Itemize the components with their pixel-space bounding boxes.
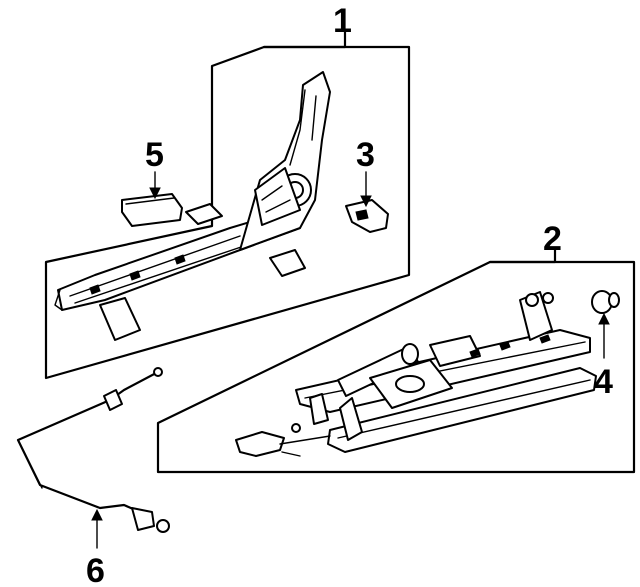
- callout-5: 5: [145, 136, 164, 174]
- cable-part-6: [16, 367, 170, 533]
- cap-part-4: [591, 290, 620, 314]
- callout-3: 3: [356, 136, 375, 174]
- callout-1: 1: [333, 2, 352, 40]
- leader-lines: [91, 171, 610, 549]
- clip-part-3: [345, 199, 389, 233]
- callout-4: 4: [594, 363, 613, 401]
- callout-6: 6: [86, 552, 105, 587]
- seat-track-part-2: [235, 291, 597, 457]
- recliner-frame-part-1: [54, 71, 331, 341]
- pad-part-5: [121, 193, 183, 227]
- assembly-2-frame: [156, 248, 636, 474]
- callout-2: 2: [543, 220, 562, 258]
- assembly-1-frame: [44, 30, 411, 380]
